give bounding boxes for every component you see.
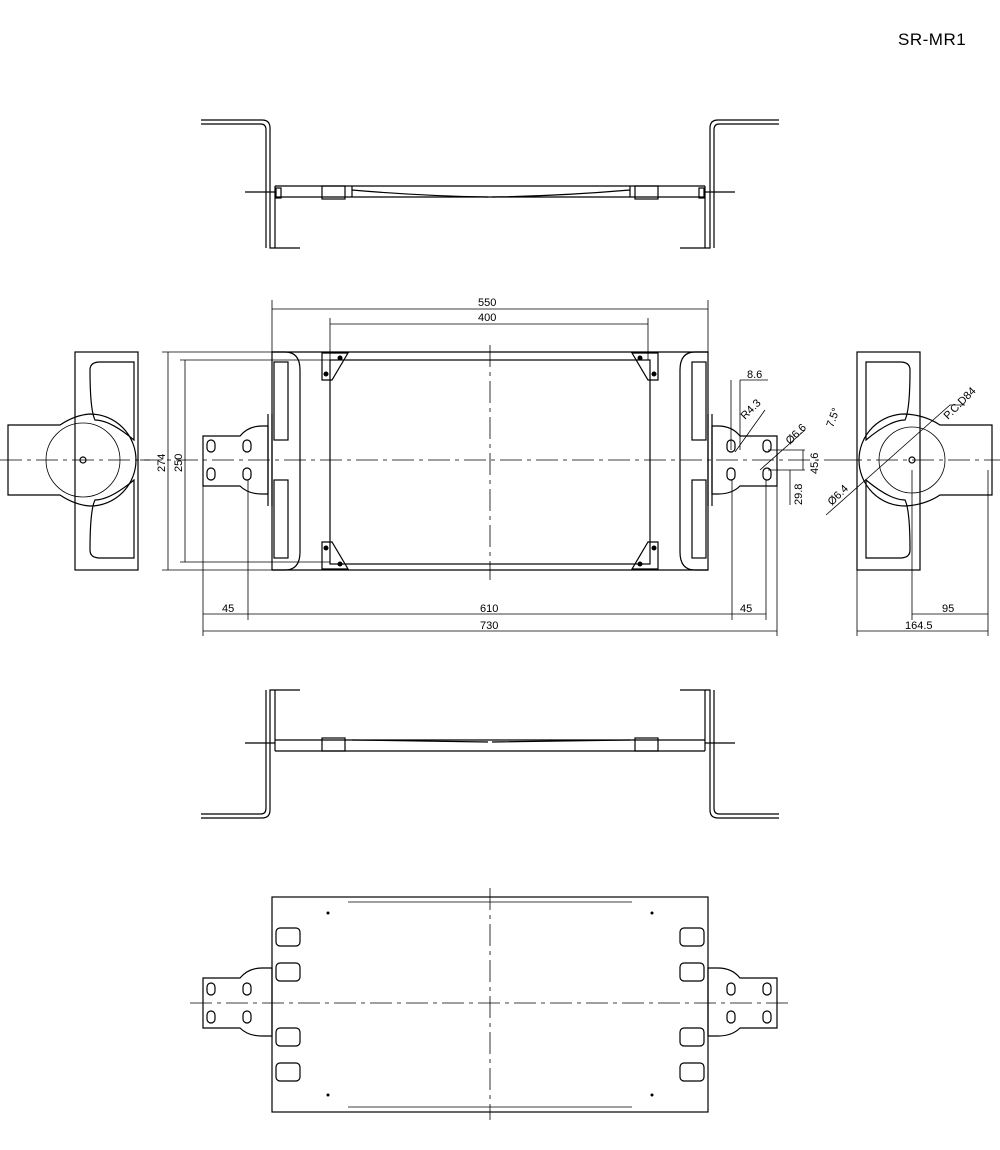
- dim-45-right: 45: [740, 603, 752, 615]
- dim-8-6: 8.6: [747, 369, 762, 381]
- dim-29-8: 29.8: [793, 484, 805, 505]
- dim-164-5: 164.5: [905, 620, 933, 632]
- dim-610: 610: [480, 603, 498, 615]
- dim-550: 550: [478, 297, 496, 309]
- dim-274: 274: [156, 454, 168, 472]
- dim-95: 95: [942, 603, 954, 615]
- right-side-view: [825, 351, 1000, 571]
- dim-angle-7-5: 7.5°: [825, 406, 843, 429]
- dim-45-left: 45: [222, 603, 234, 615]
- top-elevation-view: [201, 119, 779, 249]
- dim-45-6: 45.6: [809, 453, 821, 474]
- dim-250: 250: [173, 454, 185, 472]
- dim-dia-6-6: Ø6.6: [784, 422, 809, 447]
- dim-730: 730: [480, 620, 498, 632]
- bottom-elevation-view: [201, 689, 779, 819]
- drawing-title: SR-MR1: [898, 30, 967, 49]
- dim-400: 400: [478, 312, 496, 324]
- dim-r4-3: R4.3: [739, 397, 764, 422]
- dim-pcd-84: P.C.D84: [942, 385, 979, 422]
- left-side-view: [0, 351, 150, 571]
- bottom-plan-view: [190, 888, 790, 1120]
- plan-view: [140, 345, 840, 580]
- dimension-labels: 550 400 274 250 45 610 45 730 8.6 R4.3 Ø…: [156, 297, 979, 632]
- dimension-lines: [162, 300, 989, 636]
